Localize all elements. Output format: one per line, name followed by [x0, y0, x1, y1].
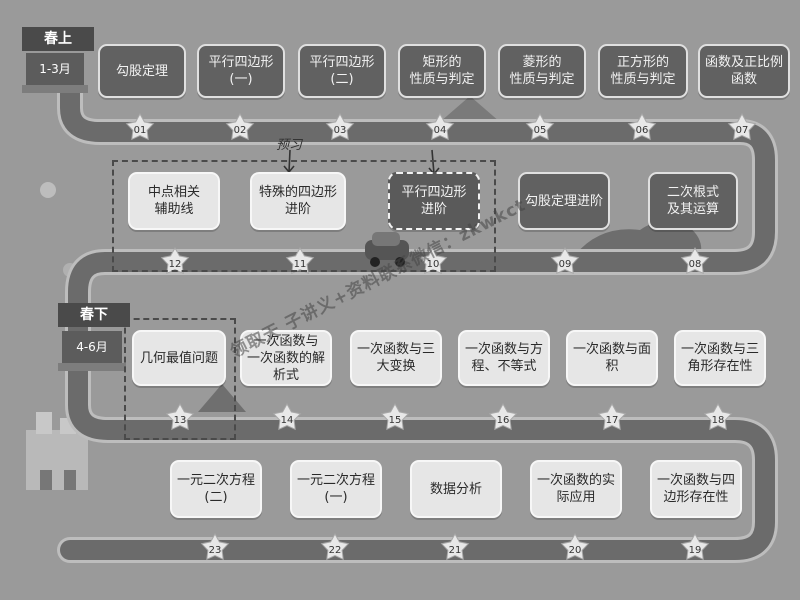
step-number: 18 — [712, 415, 725, 426]
step-star-02: 02 — [225, 112, 255, 141]
topic-card-10: 平行四边形 进阶 — [388, 172, 480, 230]
step-star-16: 16 — [488, 402, 518, 431]
car-icon — [365, 232, 409, 267]
step-star-01: 01 — [125, 112, 155, 141]
step-star-08: 08 — [680, 246, 710, 275]
topic-card-12: 中点相关 辅助线 — [128, 172, 220, 230]
step-number: 04 — [434, 125, 447, 136]
topic-card-15: 一次函数与三 大变换 — [350, 330, 442, 386]
step-number: 21 — [449, 545, 462, 556]
preview-annotation: 预习 — [276, 138, 303, 153]
topic-card-17: 一次函数与面 积 — [566, 330, 658, 386]
step-number: 03 — [334, 125, 347, 136]
topic-card-09: 勾股定理进阶 — [518, 172, 610, 230]
step-star-06: 06 — [627, 112, 657, 141]
step-star-22: 22 — [320, 532, 350, 561]
step-star-20: 20 — [560, 532, 590, 561]
cloud-mountain — [575, 221, 702, 258]
topic-card-20: 一次函数的实 际应用 — [530, 460, 622, 518]
step-number: 23 — [209, 545, 222, 556]
season-months-1: 1-3月 — [39, 62, 71, 76]
step-number: 16 — [497, 415, 510, 426]
step-number: 19 — [689, 545, 702, 556]
step-number: 11 — [294, 259, 307, 270]
topic-card-08: 二次根式 及其运算 — [648, 172, 738, 230]
step-star-09: 09 — [550, 246, 580, 275]
topic-card-03: 平行四边形 (二) — [298, 44, 386, 98]
step-star-04: 04 — [425, 112, 455, 141]
step-number: 12 — [169, 259, 182, 270]
step-star-11: 11 — [285, 246, 315, 275]
preview-group-box — [112, 160, 496, 272]
season-months-2: 4-6月 — [76, 340, 108, 354]
mountain-1 — [440, 96, 500, 122]
step-number: 10 — [427, 259, 440, 270]
topic-card-01: 勾股定理 — [98, 44, 186, 98]
step-star-19: 19 — [680, 532, 710, 561]
step-star-18: 18 — [703, 402, 733, 431]
topic-card-07: 函数及正比例 函数 — [698, 44, 790, 98]
topic-card-11: 特殊的四边形 进阶 — [250, 172, 346, 230]
step-star-03: 03 — [325, 112, 355, 141]
topic-card-02: 平行四边形 (一) — [197, 44, 285, 98]
topic-card-13: 几何最值问题 — [132, 330, 226, 386]
step-star-07: 07 — [727, 112, 757, 141]
castle-icon — [26, 412, 88, 490]
step-star-21: 21 — [440, 532, 470, 561]
season-flag-2 — [58, 303, 130, 371]
topic-card-19: 一次函数与四 边形存在性 — [650, 460, 742, 518]
step-number: 07 — [736, 125, 749, 136]
topic-card-21: 数据分析 — [410, 460, 502, 518]
step-number: 15 — [389, 415, 402, 426]
step-star-23: 23 — [200, 532, 230, 561]
step-star-10: 10 — [418, 246, 448, 275]
step-number: 05 — [534, 125, 547, 136]
step-number: 22 — [329, 545, 342, 556]
topic-card-18: 一次函数与三 角形存在性 — [674, 330, 766, 386]
topic-card-05: 菱形的 性质与判定 — [498, 44, 586, 98]
step-number: 08 — [689, 259, 702, 270]
step-number: 17 — [606, 415, 619, 426]
step-number: 02 — [234, 125, 247, 136]
bush-1 — [40, 182, 56, 198]
step-number: 01 — [134, 125, 147, 136]
step-star-15: 15 — [380, 402, 410, 431]
step-number: 06 — [636, 125, 649, 136]
step-star-05: 05 — [525, 112, 555, 141]
season-label-1: 春上 — [44, 31, 72, 47]
topic-card-06: 正方形的 性质与判定 — [598, 44, 688, 98]
step-number: 13 — [174, 415, 187, 426]
season-flag-1 — [22, 27, 94, 93]
topic-card-23: 一元二次方程 (二) — [170, 460, 262, 518]
season-label-2: 春下 — [80, 307, 108, 323]
preview-group-box-2 — [124, 318, 236, 440]
step-star-14: 14 — [272, 402, 302, 431]
topic-card-04: 矩形的 性质与判定 — [398, 44, 486, 98]
step-star-13: 13 — [165, 402, 195, 431]
topic-card-22: 一元二次方程 (一) — [290, 460, 382, 518]
step-number: 09 — [559, 259, 572, 270]
step-star-12: 12 — [160, 246, 190, 275]
step-star-17: 17 — [597, 402, 627, 431]
topic-card-16: 一次函数与方 程、不等式 — [458, 330, 550, 386]
step-number: 20 — [569, 545, 582, 556]
step-number: 14 — [281, 415, 294, 426]
topic-card-14: 一次函数与 一次函数的解 析式 — [240, 330, 332, 386]
